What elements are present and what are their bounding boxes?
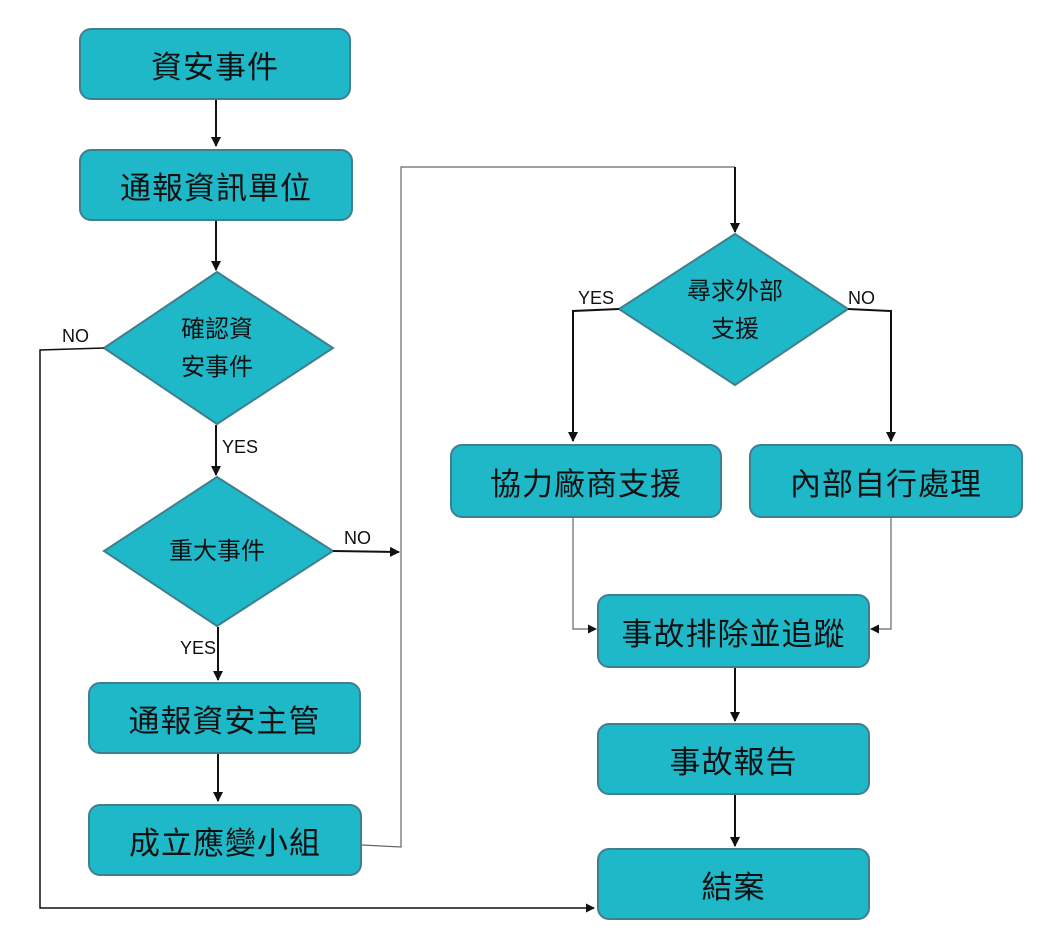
confirm-incident-label-line1: 確認資 [181, 315, 253, 343]
node-notify-supervisor: 通報資安主管 [88, 682, 361, 754]
external-support-label-line1: 尋求外部 [687, 277, 783, 305]
major-incident-label: 重大事件 [169, 537, 265, 565]
node-notify-it: 通報資訊單位 [79, 149, 353, 221]
external-support-label-line2: 支援 [711, 315, 759, 343]
external-support-label: 尋求外部 支援 [665, 270, 805, 350]
confirm-incident-diamond [102, 270, 335, 426]
confirm-incident-label-line2: 安事件 [181, 353, 253, 381]
label-external-no: NO [848, 288, 875, 308]
node-form-team: 成立應變小組 [88, 804, 362, 876]
node-report: 事故報告 [597, 723, 870, 795]
arrow-major-no [332, 546, 400, 557]
confirm-incident-label: 確認資 安事件 [147, 308, 287, 388]
label-major-no: NO [344, 528, 371, 548]
external-support-diamond [617, 232, 850, 387]
node-internal-handling: 內部自行處理 [749, 444, 1023, 518]
label-confirm-yes: YES [222, 437, 259, 457]
arrow-vendor-to-troubleshoot [572, 518, 597, 634]
label-major-yes: YES [180, 638, 217, 658]
node-close: 結案 [597, 848, 870, 920]
node-vendor-support: 協力廠商支援 [450, 444, 722, 518]
label-external-yes: YES [578, 288, 615, 308]
node-incident: 資安事件 [79, 28, 351, 100]
node-troubleshoot: 事故排除並追蹤 [597, 594, 870, 668]
line-team-to-external [361, 166, 735, 848]
arrow-external-yes-to-vendor [568, 308, 620, 442]
arrow-internal-to-troubleshoot [870, 518, 892, 634]
arrow-confirm-no-to-close [39, 347, 595, 913]
arrow-external-no-to-internal [847, 308, 896, 442]
major-incident-diamond [102, 475, 335, 628]
label-confirm-no: NO [62, 326, 89, 346]
